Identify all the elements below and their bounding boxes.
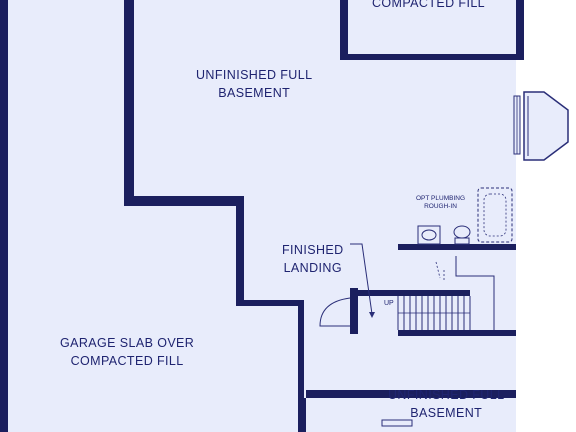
finished-landing-label: FINISHED LANDING: [282, 241, 344, 277]
plumbing-line1: OPT PLUMBING: [416, 195, 466, 202]
plumbing-rough-in-label: OPT PLUMBING ROUGH-IN: [416, 195, 465, 211]
toilet-fixture: [453, 225, 471, 245]
bay-window: [523, 91, 569, 161]
bathtub-fixture: [477, 187, 513, 243]
landing-leader-arrow: [369, 312, 375, 318]
garage-line1: GARAGE SLAB OVER: [60, 336, 195, 350]
stair-rail: [455, 256, 495, 330]
bottom-door-frame: [381, 419, 413, 427]
basement-bottom-line1: UNFINISHED FULL: [388, 388, 505, 402]
sink-fixture: [417, 225, 441, 245]
finished-landing-line1: FINISHED: [282, 243, 344, 257]
stair-up-label: UP: [384, 300, 394, 307]
garage-slab-label: GARAGE SLAB OVER COMPACTED FILL: [60, 334, 194, 370]
plumbing-line2: ROUGH-IN: [424, 203, 457, 210]
garage-floor-extension: [8, 206, 298, 432]
compacted-fill-top-label: COMPACTED FILL: [372, 0, 485, 12]
staircase: [350, 288, 516, 336]
basement-top-line1: UNFINISHED FULL: [196, 68, 313, 82]
stair-up-text: UP: [384, 300, 394, 307]
basement-top-line2: BASEMENT: [218, 86, 291, 100]
landing-leader-line: [350, 243, 373, 315]
stair-arrow-dashed: [435, 261, 445, 280]
landing-wall: [398, 244, 516, 250]
basement-bottom-label: UNFINISHED FULL BASEMENT: [388, 386, 504, 422]
compacted-fill-top-text: COMPACTED FILL: [372, 0, 486, 10]
compacted-fill-top-right: [348, 0, 516, 54]
basement-floor: [134, 0, 516, 432]
garage-line2: COMPACTED FILL: [70, 354, 184, 368]
basement-top-label: UNFINISHED FULL BASEMENT: [196, 66, 312, 102]
basement-bottom-line2: BASEMENT: [410, 406, 483, 420]
bottom-wall-segment: [298, 398, 306, 432]
stair-door-swing: [319, 297, 351, 327]
finished-landing-line2: LANDING: [283, 261, 342, 275]
